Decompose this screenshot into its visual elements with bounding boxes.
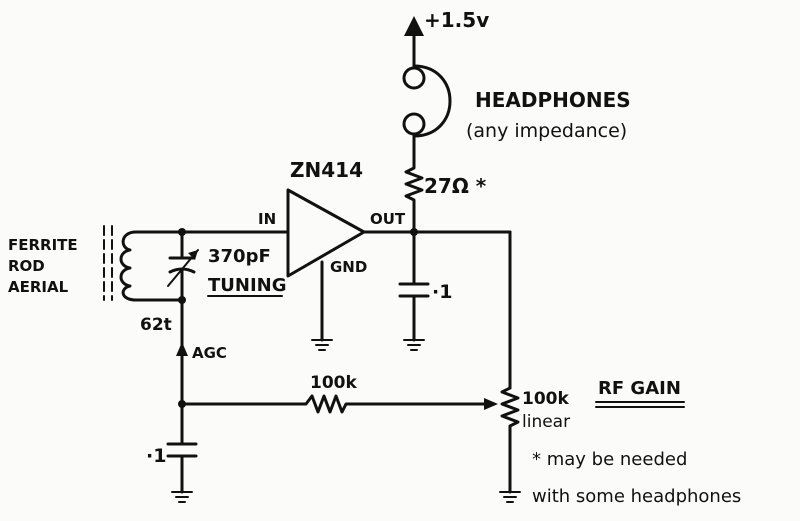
- pot-value-label: 100k: [522, 389, 569, 409]
- pot-type-label: linear: [522, 412, 570, 432]
- aerial-label-line1: FERRITE: [8, 236, 78, 254]
- ic-in-label: IN: [258, 210, 276, 228]
- agc-capacitor-label: ·1: [146, 445, 166, 467]
- output-capacitor-symbol: [398, 230, 430, 342]
- aerial-coil-symbol: [119, 230, 184, 302]
- resistor-27-label: 27Ω *: [424, 174, 487, 198]
- tuning-label: TUNING: [208, 275, 287, 296]
- aerial-label-line3: AERIAL: [8, 278, 69, 296]
- ground-agc-cap-icon: [171, 491, 193, 503]
- agc-arrow-icon: [176, 342, 188, 356]
- supply-arrow: [404, 16, 424, 70]
- agc-capacitor-symbol: [166, 402, 198, 494]
- footnote-line2: with some headphones: [532, 486, 741, 507]
- headphones-title: HEADPHONES: [475, 88, 631, 112]
- ic-name: ZN414: [290, 158, 363, 182]
- ground-pot-icon: [499, 491, 521, 503]
- aerial-label-line2: ROD: [8, 257, 45, 275]
- output-capacitor-label: ·1: [432, 281, 452, 303]
- resistor-100k-symbol: [180, 394, 498, 414]
- ic-ground-icon: [311, 260, 333, 351]
- tuning-capacitor-value: 370pF: [208, 246, 271, 267]
- ic-gnd-label: GND: [330, 258, 367, 276]
- resistor-100k-label: 100k: [310, 373, 357, 393]
- footnote-line1: * may be needed: [532, 449, 687, 470]
- ground-output-cap-icon: [403, 339, 425, 351]
- tuning-capacitor-symbol: [167, 230, 199, 406]
- rf-gain-label: RF GAIN: [598, 378, 681, 399]
- aerial-turns-label: 62t: [140, 315, 172, 335]
- potentiometer-symbol: [500, 386, 520, 494]
- ferrite-rod-symbol: [103, 225, 113, 301]
- agc-label: AGC: [192, 344, 227, 362]
- supply-label: +1.5v: [424, 8, 489, 32]
- ic-out-label: OUT: [370, 210, 406, 228]
- resistor-27-symbol: [404, 158, 424, 234]
- headphones-symbol: [402, 64, 452, 162]
- headphones-note: (any impedance): [466, 120, 627, 142]
